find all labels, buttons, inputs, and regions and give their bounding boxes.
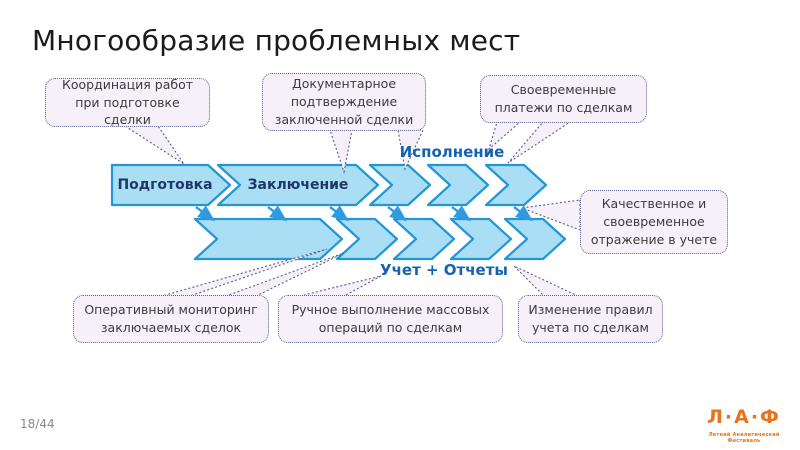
tail-top-middle-a <box>329 129 353 175</box>
laf-logo: Л·А·Ф <box>707 406 781 428</box>
chevron-empty-7 <box>503 217 567 261</box>
chevron-long-arrow <box>193 217 344 261</box>
flow-arrows <box>195 205 533 222</box>
laf-logo-tagline: Летний Аналитический Фестиваль <box>708 432 780 444</box>
page-number: 18/44 <box>20 417 55 431</box>
flow-arrow-5 <box>451 205 471 222</box>
callout-top-middle: Документарное подтверждение заключенной … <box>262 73 426 131</box>
tail-bottom-left-b <box>225 252 345 297</box>
flow-arrow-2 <box>267 205 287 222</box>
chevron-empty-5 <box>392 217 456 261</box>
chevron-zaklyuchenie <box>216 163 380 207</box>
callout-top-left: Координация работ при подготовке сделки <box>45 77 210 127</box>
tail-bottom-right <box>513 265 579 297</box>
chevron-empty-6 <box>449 217 513 261</box>
chevron-row-execution <box>110 163 548 207</box>
flow-arrow-6 <box>513 205 533 222</box>
chevron-empty-1 <box>368 163 432 207</box>
chevron-podgotovka <box>110 163 232 207</box>
flow-arrow-3 <box>329 205 349 222</box>
callout-bottom-middle: Ручное выполнение массовых операций по с… <box>278 295 503 343</box>
row-label-accounting: Учет + Отчеты <box>380 261 508 279</box>
callout-bottom-left: Оперативный мониторинг заключаемых сдело… <box>73 295 269 343</box>
tail-right <box>521 199 581 231</box>
tail-bottom-middle <box>299 275 382 297</box>
chevron-row-accounting <box>193 217 567 261</box>
callout-tails <box>123 121 581 297</box>
tail-top-right-a <box>487 121 522 151</box>
callout-top-right: Своевременные платежи по сделкам <box>480 75 647 123</box>
slide-title: Многообразие проблемных мест <box>32 24 521 57</box>
row-label-execution: Исполнение <box>399 143 505 161</box>
chevron-empty-3 <box>484 163 548 207</box>
callout-bottom-right: Изменение правил учета по сделкам <box>518 295 663 343</box>
tail-top-middle-b <box>397 129 424 171</box>
callout-right: Качественное и своевременное отражение в… <box>580 190 728 254</box>
flow-arrow-1 <box>195 205 215 222</box>
step-label-zaklyuchenie: Заключение <box>247 177 349 193</box>
chevron-empty-2 <box>426 163 490 207</box>
flow-arrow-4 <box>387 205 407 222</box>
step-label-podgotovka: Подготовка <box>117 177 213 193</box>
chevron-empty-4 <box>335 217 399 261</box>
tail-top-left <box>123 125 185 165</box>
tail-top-right-b <box>507 121 572 164</box>
